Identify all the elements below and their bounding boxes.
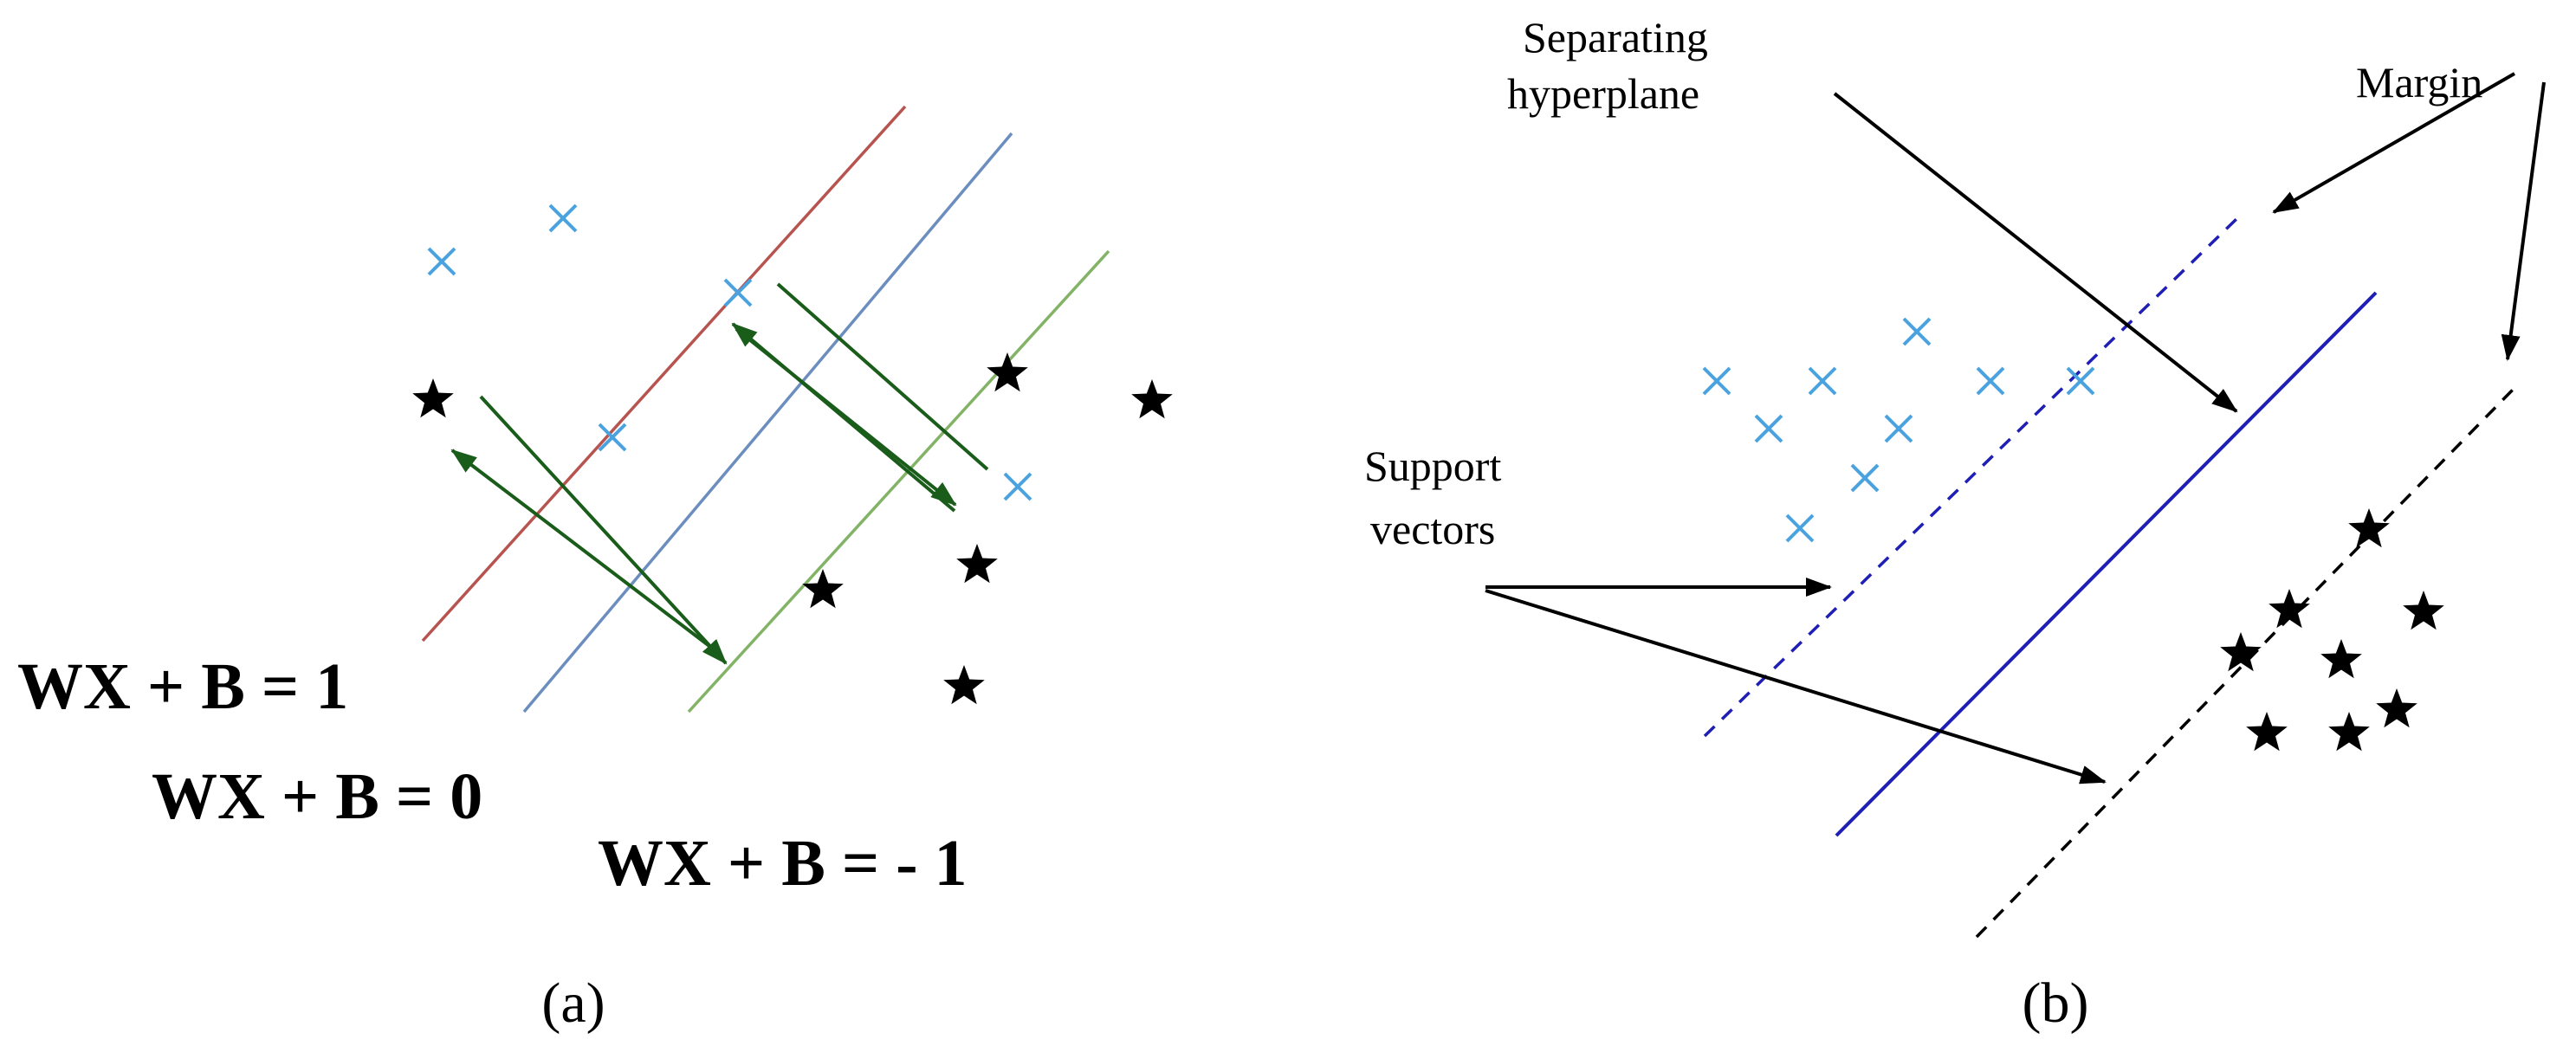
panel-b-crosses	[1702, 317, 2095, 543]
pointer-margin-lower	[2501, 81, 2546, 361]
equation-positive: WX + B = 1	[17, 650, 348, 723]
equation-zero: WX + B = 0	[152, 760, 482, 833]
cross-stroke	[1754, 414, 1783, 443]
pointer-support-lower	[1485, 589, 2107, 785]
caption-a: (a)	[541, 972, 605, 1035]
separating-hyperplane	[1835, 291, 2378, 837]
cross-stroke	[723, 278, 753, 307]
star-marker	[2269, 589, 2310, 629]
margin-arrow	[479, 395, 728, 665]
cross-marker	[2066, 366, 2095, 396]
cross-marker	[1976, 366, 2005, 396]
panel-a: WX + B = 1 WX + B = 0 WX + B = - 1 (a)	[17, 105, 1173, 1035]
star-marker	[2328, 712, 2370, 752]
panel-b-stars	[2220, 508, 2444, 752]
cross-stroke	[1902, 317, 1932, 346]
label-vectors: vectors	[1370, 505, 1495, 553]
star-marker	[943, 665, 985, 705]
cross-marker	[1754, 414, 1783, 443]
star-marker	[987, 352, 1028, 392]
star-marker	[1131, 379, 1173, 419]
label-separating: Separating	[1523, 13, 1708, 61]
panel-a-stars	[412, 352, 1173, 705]
panel-b-lines	[1703, 216, 2516, 939]
cross-marker	[548, 203, 578, 233]
cross-marker	[1884, 414, 1913, 443]
margin-line-lower	[1975, 386, 2516, 939]
margin-arrow	[450, 449, 722, 656]
cross-marker	[1850, 463, 1880, 493]
star-marker	[802, 569, 844, 609]
star-marker	[956, 544, 998, 584]
panel-a-hyperplanes	[421, 105, 1110, 714]
cross-marker	[1702, 366, 1731, 396]
margin-arrow	[735, 327, 957, 507]
margin-line-upper	[1703, 216, 2239, 738]
label-margin: Margin	[2356, 58, 2482, 107]
star-marker	[2376, 688, 2417, 728]
cross-stroke	[427, 247, 456, 276]
cross-marker	[1808, 366, 1837, 396]
caption-b: (b)	[2023, 972, 2089, 1035]
star-marker	[2320, 639, 2362, 679]
star-marker	[2220, 632, 2262, 672]
label-hyperplane: hyperplane	[1507, 69, 1699, 118]
pointer-separating	[1833, 92, 2238, 413]
panel-b-pointer-arrows	[1485, 72, 2546, 785]
cross-stroke	[1808, 366, 1837, 396]
cross-stroke	[1003, 472, 1032, 501]
star-marker	[2403, 591, 2444, 630]
panel-b: Separating hyperplane Margin Support vec…	[1364, 13, 2546, 1035]
cross-stroke	[598, 423, 627, 452]
cross-stroke	[1702, 366, 1731, 396]
cross-marker	[1785, 513, 1815, 543]
cross-stroke	[548, 203, 578, 233]
equation-negative: WX + B = - 1	[598, 827, 968, 900]
pointer-margin-upper	[2272, 72, 2515, 214]
cross-marker	[427, 247, 456, 276]
hyperplane-zero	[522, 132, 1013, 714]
cross-marker	[1902, 317, 1932, 346]
star-marker	[412, 378, 454, 418]
panel-a-crosses	[427, 203, 1032, 501]
cross-marker	[723, 278, 753, 307]
cross-stroke	[1884, 414, 1913, 443]
panel-a-margin-arrows	[450, 282, 989, 665]
margin-arrow	[776, 282, 989, 471]
cross-stroke	[2066, 366, 2095, 396]
cross-stroke	[1850, 463, 1880, 493]
star-marker	[2348, 508, 2390, 548]
cross-stroke	[1976, 366, 2005, 396]
hyperplane-negative	[687, 249, 1110, 714]
cross-marker	[1003, 472, 1032, 501]
cross-marker	[598, 423, 627, 452]
label-support: Support	[1364, 442, 1501, 490]
cross-stroke	[1785, 513, 1815, 543]
hyperplane-positive	[421, 105, 907, 643]
star-marker	[2246, 712, 2288, 752]
